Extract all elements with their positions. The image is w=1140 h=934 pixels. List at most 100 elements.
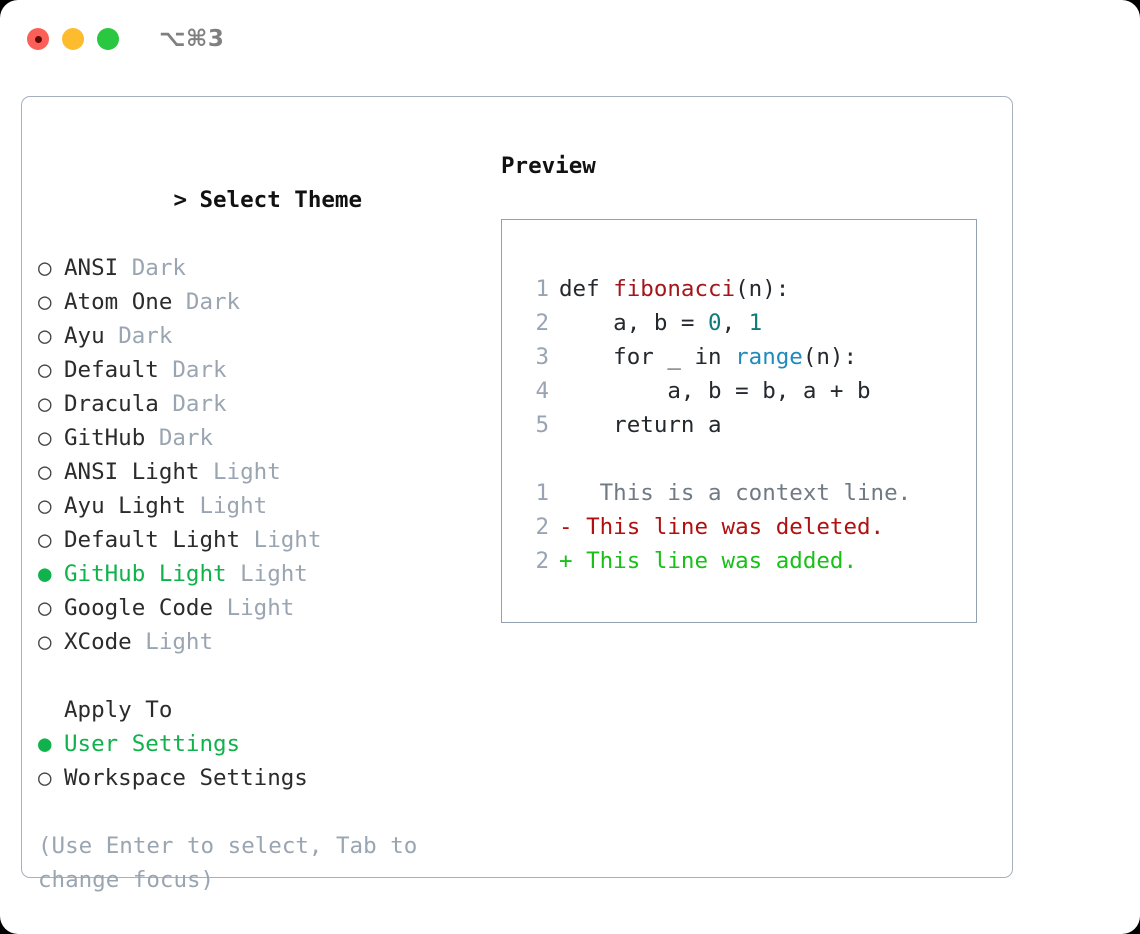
apply-to-option-workspace-settings[interactable]: ○ Workspace Settings (38, 761, 458, 795)
code-line-number: 4 (535, 378, 549, 404)
minimize-button-icon[interactable] (62, 28, 84, 50)
theme-option-label: GitHub (64, 425, 159, 451)
theme-option-label: Ayu (64, 323, 119, 349)
theme-option-ansi-light[interactable]: ○ANSI Light Light (38, 455, 458, 489)
theme-option-default[interactable]: ○ Default Dark (38, 353, 458, 387)
code-token: return a (559, 412, 722, 438)
theme-option-label: XCode (64, 629, 146, 655)
apply-to-option-user-settings[interactable]: ● User Settings (38, 727, 458, 761)
code-line-number: 5 (535, 412, 549, 438)
code-token: (n): (802, 344, 858, 370)
code-token: a, b = (559, 310, 709, 336)
radio-empty-icon: ○ (38, 357, 52, 383)
apply-to-option-label: User Settings (64, 731, 241, 757)
code-token: for _ in (559, 344, 736, 370)
diff-line-text: - This line was deleted. (559, 514, 885, 540)
code-diff-spacer (523, 442, 976, 476)
theme-option-variant: Dark (158, 425, 214, 451)
theme-option-variant: Light (213, 459, 281, 485)
traffic-lights (27, 28, 119, 50)
diff-line-number: 2 (535, 514, 549, 540)
theme-option-github[interactable]: ○GitHub Dark (38, 421, 458, 455)
main-panel: >Select Theme ○ANSI Dark○Atom One Dark○A… (21, 96, 1013, 893)
select-theme-title: Select Theme (199, 187, 363, 213)
code-token: def (559, 276, 614, 302)
theme-option-variant: Light (199, 493, 268, 519)
theme-option-ayu[interactable]: ○ Ayu Dark (38, 319, 458, 353)
apply-to-list: ● User Settings ○ Workspace Settings (38, 727, 458, 795)
apply-to-heading: ○Apply To (38, 693, 458, 727)
recording-dot-icon (34, 35, 42, 43)
code-token: a, b = b, a + b (559, 378, 871, 404)
maximize-button-icon[interactable] (97, 28, 119, 50)
close-button-icon[interactable] (27, 28, 49, 50)
theme-list: ○ANSI Dark○Atom One Dark○Ayu Dark○Defaul… (38, 251, 458, 659)
theme-option-google-code[interactable]: ○ Google Code Light (38, 591, 458, 625)
radio-empty-icon: ○ (38, 323, 52, 349)
code-token: fibonacci (613, 276, 736, 302)
theme-option-variant: Dark (185, 289, 241, 315)
theme-option-variant: Light (253, 527, 322, 553)
code-token: 0 (708, 310, 722, 336)
diff-line-number: 1 (535, 480, 549, 506)
theme-option-label: ANSI (64, 255, 132, 281)
theme-option-label: Default Light (64, 527, 254, 553)
radio-empty-icon: ○ (38, 493, 52, 519)
theme-option-dracula[interactable]: ○ Dracula Dark (38, 387, 458, 421)
keyboard-hint-text: (Use Enter to select, Tab to change focu… (38, 833, 418, 893)
radio-selected-icon: ● (38, 561, 52, 587)
theme-option-ansi[interactable]: ○ANSI Dark (38, 251, 458, 285)
code-line-number: 2 (535, 310, 549, 336)
diff-line: 2 - This line was deleted. (523, 510, 976, 544)
apply-to-option-label: Workspace Settings (64, 765, 308, 791)
theme-option-label: GitHub Light (64, 561, 241, 587)
theme-option-variant: Dark (118, 323, 173, 349)
code-token: (n): (735, 276, 790, 302)
radio-empty-icon: ○ (38, 629, 52, 655)
preview-heading: Preview (501, 153, 596, 179)
select-theme-heading: >Select Theme (38, 149, 458, 251)
radio-empty-icon: ○ (38, 527, 52, 553)
code-line: 2 a, b = 0, 1 (523, 306, 976, 340)
radio-empty-icon: ○ (38, 391, 52, 417)
theme-option-label: Google Code (64, 595, 227, 621)
code-token: 1 (748, 310, 763, 336)
theme-option-atom-one[interactable]: ○ Atom One Dark (38, 285, 458, 319)
keyboard-shortcut-label: ⌥⌘3 (159, 26, 225, 52)
code-token: , (721, 310, 749, 336)
code-line: 4 a, b = b, a + b (523, 374, 976, 408)
theme-option-variant: Dark (131, 255, 186, 281)
diff-line: 1 This is a context line. (523, 476, 976, 510)
theme-option-variant: Light (145, 629, 214, 655)
diff-line-number: 2 (535, 548, 549, 574)
theme-option-label: Default (64, 357, 173, 383)
theme-option-label: ANSI Light (64, 459, 214, 485)
theme-option-label: Dracula (64, 391, 173, 417)
radio-empty-icon: ○ (38, 289, 52, 315)
section-spacer (38, 659, 458, 693)
code-line-number: 1 (535, 276, 549, 302)
theme-option-variant: Dark (172, 391, 227, 417)
diff-line-text: This is a context line. (559, 480, 912, 506)
radio-selected-icon: ● (38, 731, 52, 757)
radio-empty-icon: ○ (38, 765, 52, 791)
code-token: range (735, 344, 803, 370)
diff-sample-block: 1 This is a context line. 2 - This line wa… (523, 476, 976, 578)
radio-empty-icon: ○ (38, 595, 52, 621)
blank-marker-icon: ○ (38, 693, 64, 727)
theme-option-label: Atom One (64, 289, 186, 315)
theme-option-ayu-light[interactable]: ○Ayu Light Light (38, 489, 458, 523)
apply-to-label: Apply To (64, 697, 173, 723)
theme-option-default-light[interactable]: ○ Default Light Light (38, 523, 458, 557)
title-bar: ⌥⌘3 (0, 0, 1140, 78)
theme-option-github-light[interactable]: ●GitHub Light Light (38, 557, 458, 591)
diff-line: 2+ This line was added. (523, 544, 976, 578)
code-line: 3 for _ in range(n): (523, 340, 976, 374)
theme-option-variant: Light (226, 595, 295, 621)
theme-option-xcode[interactable]: ○ XCode Light (38, 625, 458, 659)
theme-option-variant: Dark (172, 357, 227, 383)
